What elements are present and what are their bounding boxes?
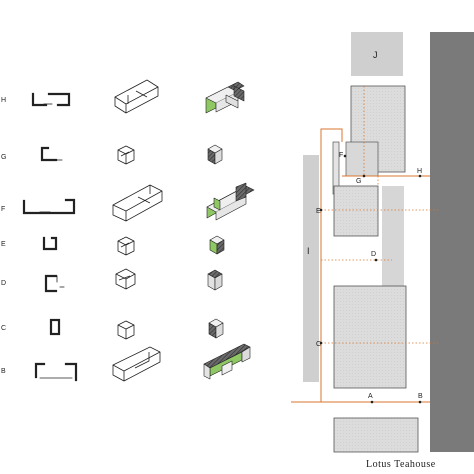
pale-strip [382,186,404,286]
marker-d [374,258,378,262]
block-e [333,185,379,237]
row-label-b: B [1,368,6,375]
block-j [351,32,403,76]
marker-a [370,400,374,404]
row-label-c: C [1,325,6,332]
block-bottom [333,417,419,453]
label-d: D [371,251,376,258]
wireframe-c [117,320,135,340]
render-column [203,81,255,380]
label-i: I [307,246,310,256]
render-b [203,343,251,380]
row-label-d: D [1,280,6,287]
wireframe-e [117,236,135,256]
label-j: J [373,50,378,60]
marker-b [418,400,422,404]
label-h: H [417,168,422,175]
plan-column [22,92,78,382]
marker-f [343,154,347,158]
section-markers [319,154,422,404]
row-label-h: H [1,97,6,104]
plan-b [34,362,78,382]
plan-d [44,274,65,293]
circulation-path [291,128,430,403]
label-f: F [339,152,343,159]
wireframe-h [114,79,159,114]
type-matrix: H G F E D C B [1,79,255,382]
label-a: A [368,393,373,400]
row-label-g: G [1,154,6,161]
marker-g [362,174,366,178]
page-title: Lotus Teahouse [366,459,436,470]
marker-c [319,341,323,345]
section-lines [321,86,440,344]
plan-e [42,236,58,251]
label-g: G [356,178,361,185]
render-d [207,269,223,291]
wireframe-f [112,184,163,222]
boundary-wall [430,32,474,452]
row-label-f: F [1,206,5,213]
block-i [303,155,319,382]
render-f [206,182,255,221]
wireframe-b [112,346,161,382]
plan-g [40,146,63,162]
render-e [209,235,225,255]
label-c: C [316,341,321,348]
label-e: E [316,208,321,215]
wireframe-g [117,145,135,165]
render-c [208,318,224,339]
wireframe-d [115,268,136,290]
marker-e [319,208,323,212]
site-plan: J [291,32,474,453]
plan-f [22,198,76,215]
render-g [207,144,223,165]
block-g [345,141,379,177]
wireframe-column [112,79,163,382]
plan-c [49,318,61,336]
label-b: B [418,393,423,400]
row-label-e: E [1,241,6,248]
render-h [205,81,245,114]
plan-h [31,92,71,107]
block-c [333,285,407,389]
marker-h [418,174,422,178]
